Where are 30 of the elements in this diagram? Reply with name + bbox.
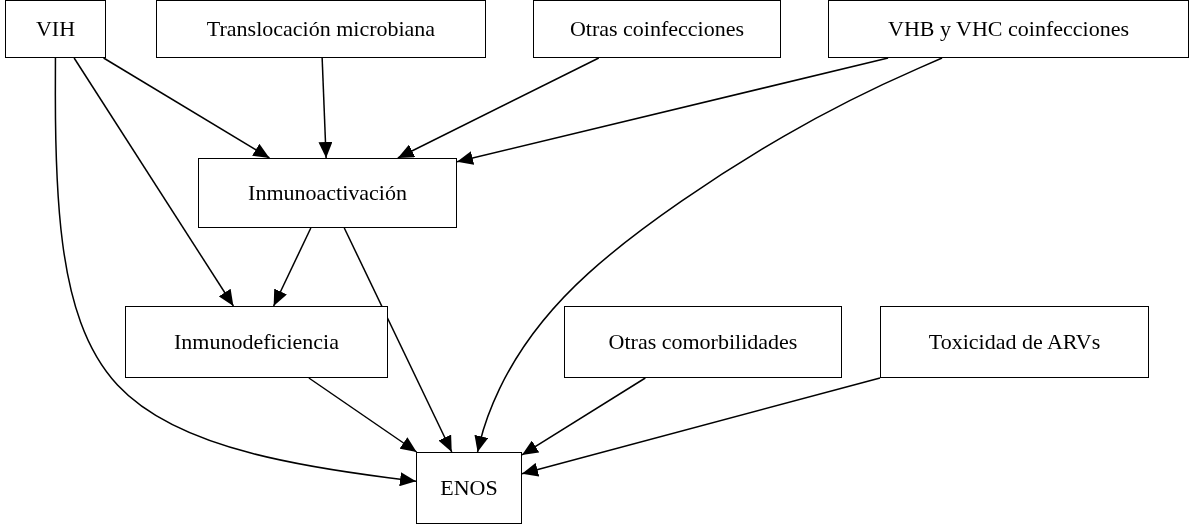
process-box xyxy=(828,0,1189,58)
node-label: ENOS xyxy=(440,475,498,501)
node-label: VIH xyxy=(35,16,76,42)
arrow xyxy=(521,377,881,477)
node-label: Toxicidad de ARVs xyxy=(928,329,1101,355)
node-label: Translocación microbiana xyxy=(206,16,436,42)
arrow xyxy=(272,227,312,307)
process-box xyxy=(125,306,388,378)
process-box xyxy=(5,0,106,58)
process-box xyxy=(416,452,522,524)
arrow xyxy=(343,227,453,453)
arrow xyxy=(521,377,647,456)
process-box xyxy=(198,158,457,228)
arrow xyxy=(73,57,235,307)
arrow xyxy=(54,57,417,487)
node-label: Otras comorbilidades xyxy=(608,329,798,355)
node-label: Otras coinfecciones xyxy=(569,16,745,42)
arrow xyxy=(308,377,418,453)
node-label: VHB y VHC coinfecciones xyxy=(888,16,1129,42)
arrow xyxy=(102,57,271,159)
node-label: Inmunodeficiencia xyxy=(174,329,339,355)
process-box xyxy=(564,306,842,378)
process-box xyxy=(880,306,1149,378)
arrow xyxy=(397,57,600,159)
process-box xyxy=(156,0,486,58)
arrow xyxy=(318,57,333,159)
node-label: Inmunoactivación xyxy=(248,180,407,206)
arrow xyxy=(456,57,889,165)
arrow xyxy=(474,57,943,453)
process-box xyxy=(533,0,781,58)
